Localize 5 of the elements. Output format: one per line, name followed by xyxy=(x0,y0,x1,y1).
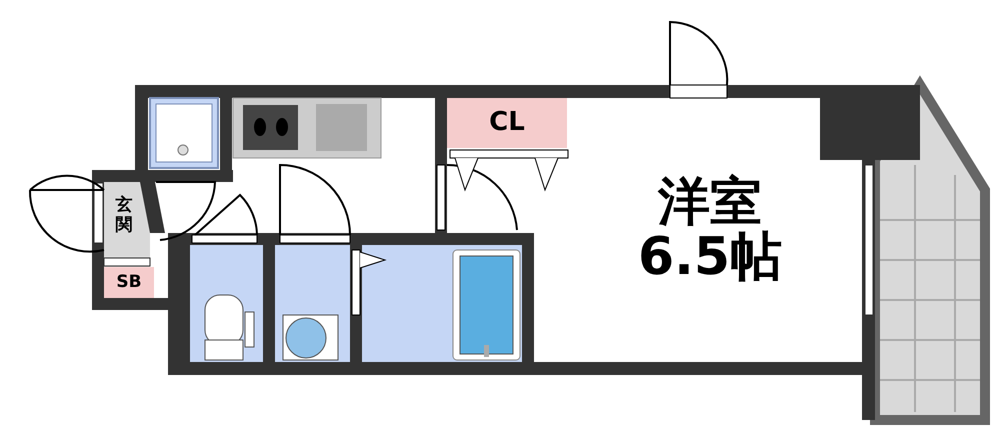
entrance-label: 玄関 xyxy=(113,195,135,245)
shoe-box: SB xyxy=(104,267,154,298)
room-name: 洋室 xyxy=(658,175,762,230)
closet-box: CL xyxy=(447,98,567,148)
room-size: 6.5帖 xyxy=(638,230,782,285)
